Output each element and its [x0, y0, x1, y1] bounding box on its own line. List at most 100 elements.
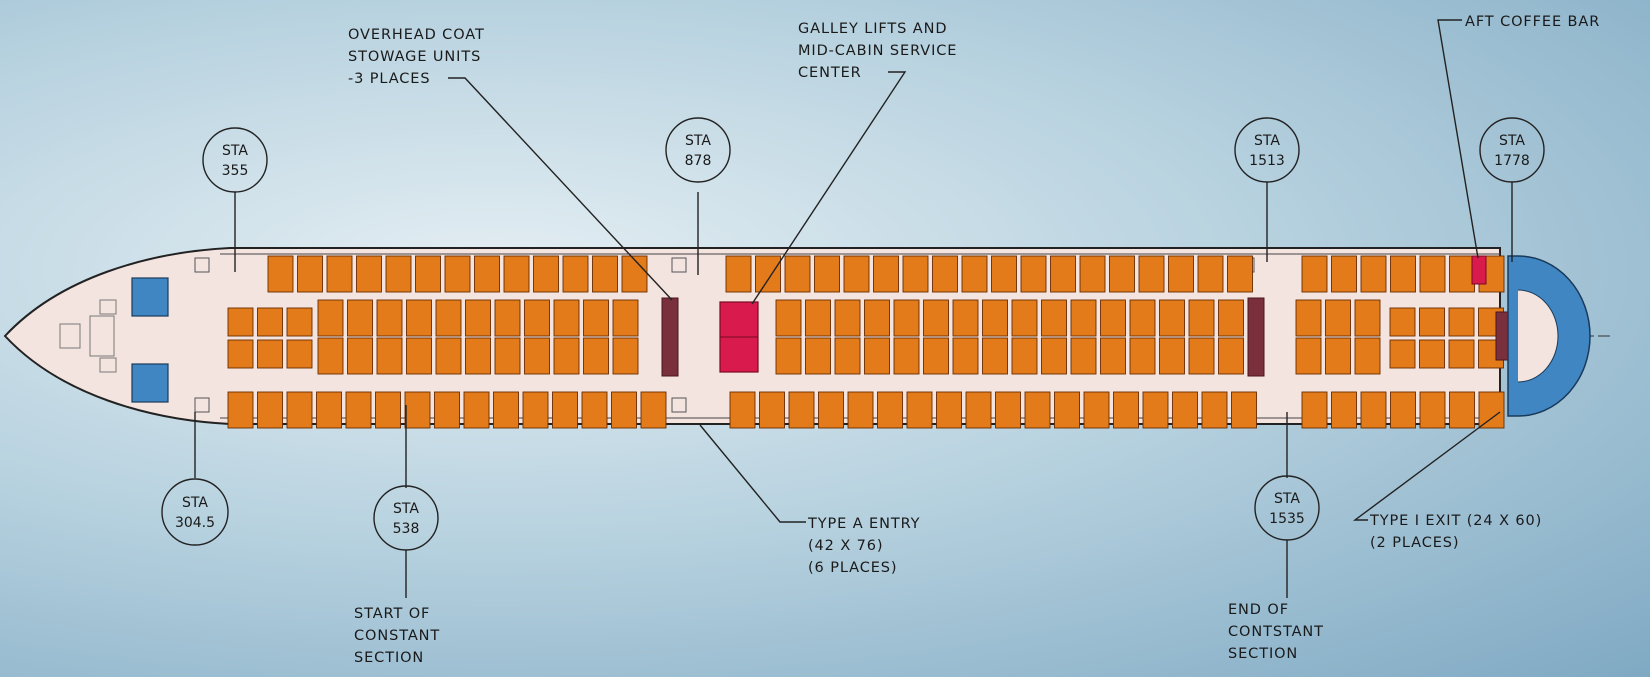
seat	[1070, 337, 1097, 375]
seat	[612, 337, 639, 375]
seat	[1325, 299, 1351, 337]
seat	[1354, 337, 1381, 375]
seat	[834, 299, 861, 337]
callout-end-constant-line-2: CONTSTANT	[1228, 624, 1324, 640]
door-fwd-bottom	[194, 397, 210, 413]
forward-lavatory-bottom	[131, 363, 169, 403]
station-878: STA 878	[665, 117, 731, 183]
station-538-value: 538	[393, 521, 420, 537]
seat	[257, 391, 283, 429]
seat	[1020, 255, 1047, 293]
callout-coat-stowage-line-3: -3 PLACES	[348, 71, 430, 87]
station-538: STA 538	[373, 485, 439, 551]
seat	[961, 255, 988, 293]
seat	[583, 337, 609, 375]
seat	[1419, 339, 1445, 369]
seat	[553, 337, 580, 375]
seat	[621, 255, 648, 293]
station-355: STA 355	[202, 127, 268, 193]
callout-galley-line-2: MID-CABIN SERVICE	[798, 43, 957, 59]
seat	[376, 299, 403, 337]
seat	[877, 391, 903, 429]
callout-start-constant-line-1: START OF	[354, 606, 430, 622]
seat	[1218, 337, 1244, 375]
seat	[227, 339, 254, 369]
station-1778: STA 1778	[1479, 117, 1545, 183]
forward-lavatory-top	[131, 277, 169, 317]
callout-type-i-line-1: TYPE I EXIT (24 X 60)	[1369, 513, 1542, 529]
seat	[611, 391, 637, 429]
seat	[347, 337, 373, 375]
callout-type-a-line-3: (6 PLACES)	[808, 560, 897, 576]
station-538-label: STA	[393, 501, 419, 517]
seat	[995, 391, 1021, 429]
callout-end-constant-line-1: END OF	[1228, 602, 1289, 618]
seat	[1201, 391, 1228, 429]
callout-type-a-line-1: TYPE A ENTRY	[807, 516, 920, 532]
seat	[1083, 391, 1110, 429]
callout-type-i: TYPE I EXIT (24 X 60) (2 PLACES)	[1369, 513, 1542, 551]
callout-end-constant-line-3: SECTION	[1228, 646, 1298, 662]
seat	[1168, 255, 1194, 293]
seat	[1390, 255, 1416, 293]
seat	[1129, 299, 1156, 337]
seat	[552, 391, 578, 429]
seat	[612, 299, 639, 337]
seat	[406, 337, 432, 375]
door-fwd-top	[194, 257, 210, 273]
seat	[873, 255, 899, 293]
cockpit-jumpseat-bottom	[99, 357, 117, 373]
callout-coffee-bar-line-1: AFT COFFEE BAR	[1465, 14, 1600, 30]
seat	[1218, 299, 1244, 337]
seat	[435, 337, 462, 375]
coffee-bar-leader	[1437, 19, 1479, 259]
seat	[404, 391, 431, 429]
seat	[406, 299, 432, 337]
seat	[923, 299, 949, 337]
seat	[1449, 391, 1475, 429]
station-355-label: STA	[222, 143, 248, 159]
callout-coat-stowage-line-1: OVERHEAD COAT	[348, 27, 485, 43]
cockpit-jumpseat-top	[99, 299, 117, 315]
seat	[843, 255, 870, 293]
seat	[893, 299, 920, 337]
seat	[1389, 307, 1416, 337]
seat	[1070, 299, 1097, 337]
seat	[1188, 299, 1215, 337]
seat	[805, 299, 831, 337]
seat	[1050, 255, 1076, 293]
station-1778-value: 1778	[1494, 153, 1530, 169]
callout-end-constant: END OF CONTSTANT SECTION	[1228, 602, 1324, 662]
seat	[902, 255, 929, 293]
seat	[463, 391, 490, 429]
station-1778-label: STA	[1499, 133, 1525, 149]
seat	[1478, 391, 1505, 429]
callout-start-constant-line-3: SECTION	[354, 650, 424, 666]
station-1513-value: 1513	[1249, 153, 1285, 169]
type-i-leader	[1352, 411, 1501, 521]
seat	[864, 299, 890, 337]
station-878-label: STA	[685, 133, 711, 149]
callout-coat-stowage: OVERHEAD COAT STOWAGE UNITS -3 PLACES	[348, 27, 485, 87]
station-304-5: STA 304.5	[161, 478, 229, 546]
seat	[788, 391, 815, 429]
type-a-leader	[699, 424, 806, 523]
seat	[1227, 255, 1253, 293]
seat	[1172, 391, 1198, 429]
seat	[581, 391, 608, 429]
seat	[1360, 391, 1387, 429]
seat	[286, 339, 313, 369]
seat	[725, 255, 752, 293]
callout-type-i-line-2: (2 PLACES)	[1370, 535, 1459, 551]
seat	[297, 255, 323, 293]
aft-lounge-center	[1517, 289, 1559, 383]
seat	[562, 255, 589, 293]
station-1513-label: STA	[1254, 133, 1280, 149]
seat	[257, 339, 283, 369]
seat	[524, 337, 550, 375]
seat	[982, 337, 1008, 375]
seat	[1295, 337, 1322, 375]
callout-coffee-bar: AFT COFFEE BAR	[1465, 14, 1600, 30]
seat	[1331, 255, 1357, 293]
seat	[923, 337, 949, 375]
